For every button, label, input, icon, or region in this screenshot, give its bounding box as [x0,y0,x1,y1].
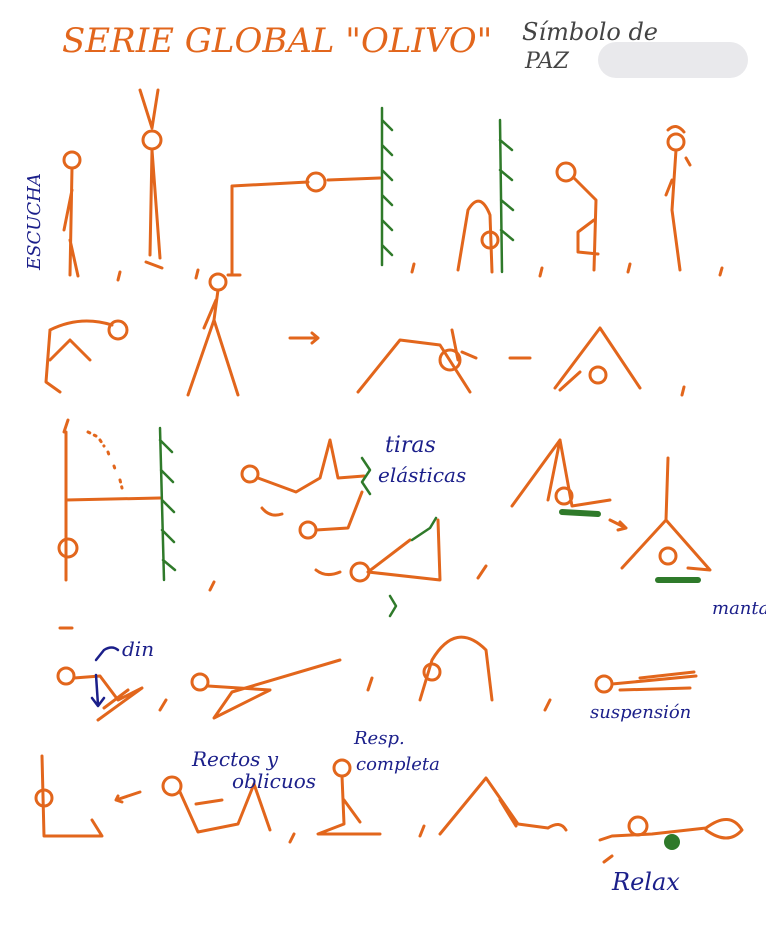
figure-strap-side [316,518,440,616]
subtitle-line-2: PAZ [524,49,570,74]
label-oblicuos: oblicuos [232,769,316,793]
label-din: din [122,637,154,661]
figure-wall-table [228,108,392,275]
arrow-right [290,333,318,343]
label-resp: Resp. [353,728,405,749]
figure-plank-slope [440,778,566,834]
figure-seated-side [36,756,102,836]
row-2-fold-poses [46,274,684,395]
subtitle-line-1: Símbolo de [522,18,658,46]
figure-side-bend [557,163,598,270]
figure-downward-dog [358,330,476,392]
figure-walking [188,274,238,395]
figure-seated-forward [192,660,340,718]
figure-shoulder-stand [622,458,710,580]
label-manta: manta [712,598,766,619]
figure-strap-lying [242,440,370,538]
figure-wheel [420,637,492,700]
label-tiras: tiras [385,433,436,458]
row-3-wall-and-strap-poses: tiras elásticas manta [59,420,766,619]
label-elasticas: elásticas [378,463,466,487]
figure-wall-fold [458,120,513,272]
figure-chair-fold [46,321,127,392]
row-4-floor-poses: din suspensión [58,628,696,723]
label-relax: Relax [611,868,680,896]
figure-profile-stand [666,126,690,270]
figure-suspension [596,672,696,692]
row-5-final-poses: Rectos y oblicuos Resp. completa Relax [36,728,742,896]
figure-plough [512,440,626,530]
row-1-standing-poses [64,90,722,280]
page-title: SERIE GLOBAL "OLIVO" [62,21,492,61]
label-suspension: suspensión [590,702,691,723]
label-rectos: Rectos y [191,747,279,771]
figure-triangle [555,328,640,390]
figure-arms-up [140,90,162,268]
figure-wall-leg-swing [59,420,175,580]
label-completa: completa [356,754,440,775]
label-escucha: ESCUCHA [24,173,45,271]
figure-standing [64,152,80,276]
figure-relax [600,817,742,862]
